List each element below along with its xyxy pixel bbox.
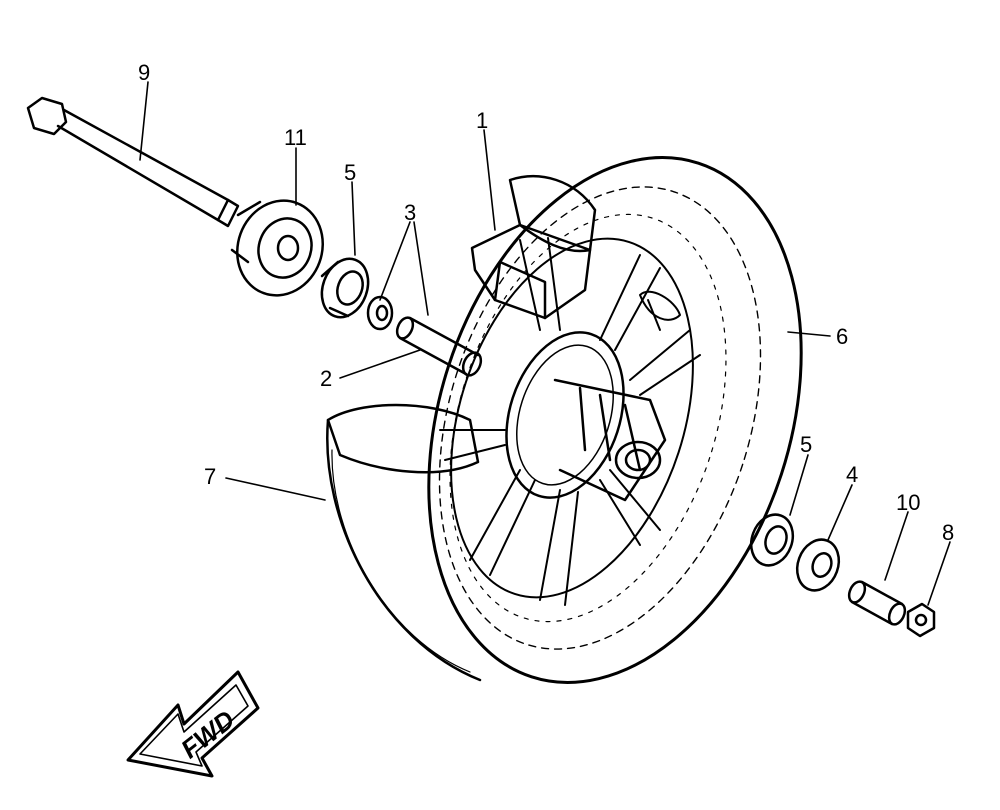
label-part-10: 10	[896, 490, 920, 515]
label-part-7: 7	[204, 464, 216, 489]
leader-lines	[139, 81, 951, 606]
wheel-upper-section	[470, 175, 597, 320]
label-part-5-right: 5	[800, 432, 812, 457]
axle-nut	[906, 602, 936, 638]
speedometer-gear-housing	[230, 199, 324, 297]
tire	[427, 156, 803, 684]
collar	[847, 580, 907, 626]
label-part-11: 11	[284, 125, 307, 150]
oil-seal	[366, 295, 394, 331]
axle	[26, 96, 240, 228]
label-part-2: 2	[320, 366, 332, 391]
label-part-9: 9	[138, 60, 150, 85]
label-part-6: 6	[836, 324, 848, 349]
wheel-lower-section	[326, 403, 482, 682]
label-part-8: 8	[942, 520, 954, 545]
bearing-left	[320, 257, 370, 319]
fwd-label: FWD	[175, 704, 240, 764]
label-part-5-left: 5	[344, 160, 356, 185]
part-labels: 9 11 5 3 1 2 7 6 5 4 10 8	[138, 60, 954, 545]
oil-seal-right	[795, 538, 841, 592]
label-part-4: 4	[846, 462, 858, 487]
bearing-right	[749, 513, 795, 567]
forward-direction-arrow: FWD	[126, 670, 260, 778]
label-part-3: 3	[404, 200, 416, 225]
wheel-hub	[505, 331, 667, 502]
valve-bracket	[639, 290, 681, 331]
label-part-1: 1	[476, 108, 488, 133]
spacer	[395, 316, 483, 377]
